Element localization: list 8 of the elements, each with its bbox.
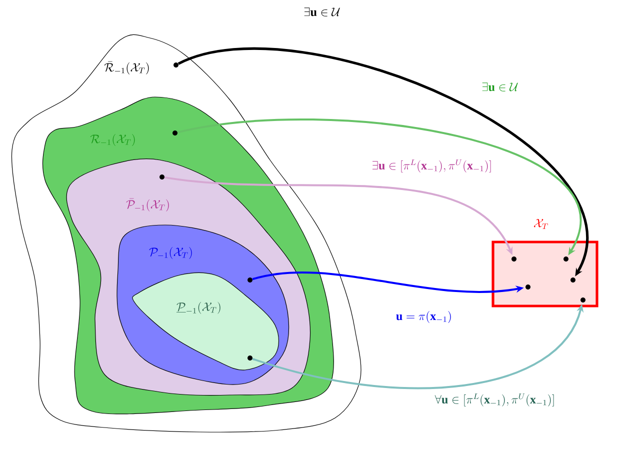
edge-label: $\exists\mathbf{u}\in[\pi^L(\mathbf{x}_{-1}),\pi^U(\mathbf{x}_{-1})]$ [370, 158, 494, 174]
target-box: $\mathcal{X}_T$ [492, 219, 598, 308]
edge-label: $\mathbf{u}=\pi(\mathbf{x}_{-1})$ [394, 310, 454, 324]
node-label: $\mathcal{X}_T$ [534, 219, 548, 229]
region-blob: $\underline{\mathcal{P}}_{-1}(\mathcal{X}_T)$ [132, 272, 280, 370]
edge-label: $\forall\mathbf{u}\in[\pi^L(\mathbf{x}_{-1}),\pi^U(\mathbf{x}_{-1})]$ [434, 392, 556, 408]
edge-label: $\exists\mathbf{u}\in\mathcal{U}$ [480, 82, 520, 92]
edge-label: $\exists\mathbf{u}\in\mathcal{U}$ [302, 6, 342, 18]
